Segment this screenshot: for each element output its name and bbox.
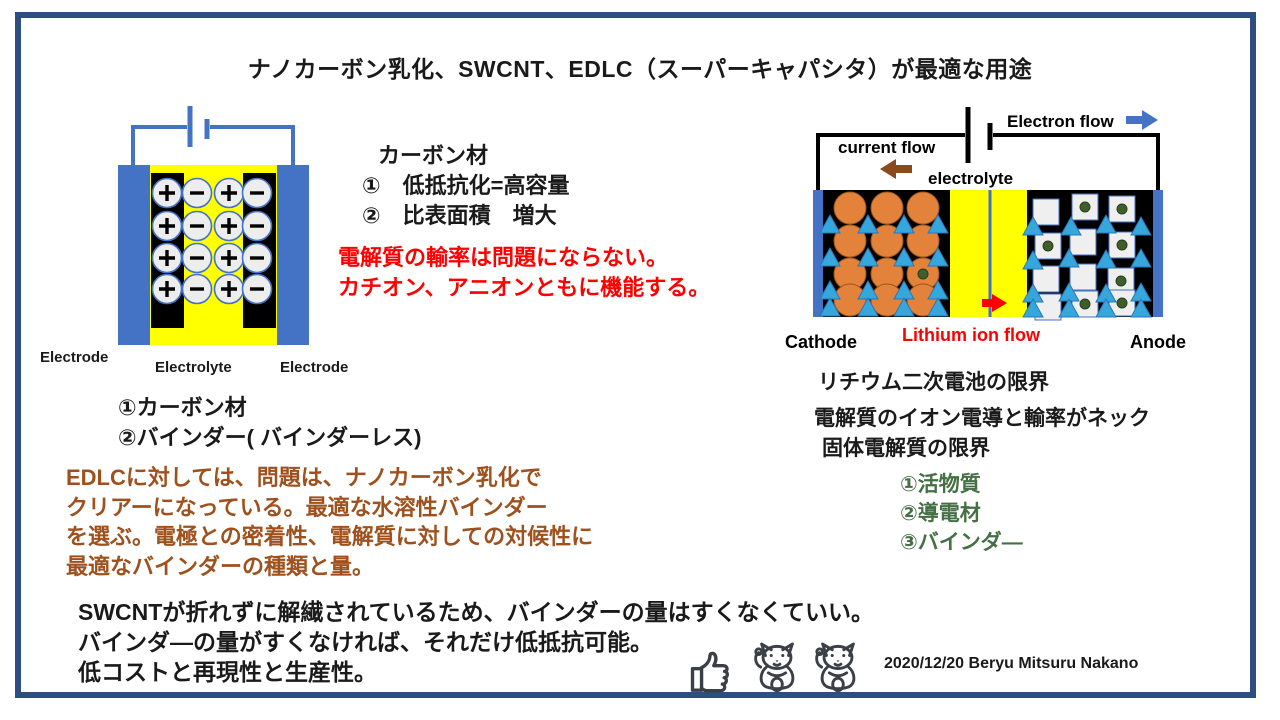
battery-component-item: ①活物質 — [900, 473, 981, 496]
anode-collector-bar — [1153, 190, 1163, 317]
swcnt-conclusion-note: SWCNTが折れずに解繊されているため、バインダーの量はすくなくていい。 バイン… — [78, 597, 874, 687]
carbon-notes-heading: カーボン材 — [378, 143, 489, 168]
edlc-solution-note: EDLCに対しては、問題は、ナノカーボン乳化で クリアーになっている。最適な水溶… — [66, 463, 593, 581]
edlc-solution-line: EDLCに対しては、問題は、ナノカーボン乳化で — [66, 465, 542, 490]
edlc-diagram: Electrode Electrolyte Electrode — [40, 106, 348, 376]
edlc-cell — [118, 165, 309, 345]
battery-circuit-wires — [816, 107, 1160, 190]
page-title: ナノカーボン乳化、SWCNT、EDLC（スーパーキャパシタ）が最適な用途 — [247, 56, 1033, 82]
swcnt-conclusion-line: バインダ―の量がすくなければ、それだけ低抵抗可能。 — [78, 629, 653, 655]
battery-limits-line: 固体電解質の限界 — [822, 437, 990, 460]
transference-note-line: 電解質の輸率は問題にならない。 — [338, 245, 669, 270]
transference-note: 電解質の輸率は問題にならない。 カチオン、アニオンともに機能する。 — [338, 243, 710, 303]
lithium-ion-arrow-icon — [982, 294, 1007, 312]
credit-text: 2020/12/20 Beryu Mitsuru Nakano — [884, 655, 1139, 672]
edlc-component-item: ②バインダー( バインダーレス) — [118, 425, 422, 450]
carbon-notes-item: ② 比表面積 増大 — [362, 203, 557, 228]
carbon-notes-item: ① 低抵抗化=高容量 — [362, 173, 570, 198]
thumbs-up-icon — [690, 651, 730, 693]
edlc-solution-line: を選ぶ。電極との密着性、電解質に対しての対候性に — [66, 524, 594, 549]
battery-cell — [813, 190, 1163, 321]
cathode-collector-bar — [813, 190, 823, 317]
edlc-solution-line: クリアーになっている。最適な水溶性バインダー — [66, 494, 548, 520]
transference-note-line: カチオン、アニオンともに機能する。 — [338, 275, 711, 300]
current-flow-arrow-icon — [880, 159, 912, 179]
swcnt-conclusion-line: 低コストと再現性と生産性。 — [78, 659, 377, 685]
right-electrode-bar — [277, 165, 309, 345]
left-electrode-bar — [118, 165, 150, 345]
footer-icons — [686, 641, 864, 697]
edlc-solution-line: 最適なバインダーの種類と量。 — [66, 553, 375, 579]
edlc-components-list: ①カーボン材 ②バインダー( バインダーレス) — [118, 393, 421, 453]
label-electron-flow: Electron flow — [1007, 112, 1115, 131]
edlc-circuit-wires — [131, 106, 295, 165]
carbon-material-notes: カーボン材 ① 低抵抗化=高容量 ② 比表面積 増大 — [362, 141, 569, 231]
electron-flow-arrow-icon — [1126, 110, 1158, 130]
maneki-neko-icon — [815, 642, 856, 693]
edlc-component-item: ①カーボン材 — [118, 395, 247, 420]
battery-component-item: ②導電材 — [900, 502, 981, 525]
label-electrolyte: Electrolyte — [155, 359, 232, 376]
label-electrolyte: electrolyte — [928, 169, 1013, 188]
battery-limits-heading: リチウム二次電池の限界 — [818, 371, 1049, 394]
battery-diagram: Electron flow current flow electrolyte — [785, 107, 1186, 352]
battery-components-list: ①活物質 ②導電材 ③バインダ― — [900, 470, 1023, 557]
label-anode: Anode — [1130, 332, 1186, 352]
label-current-flow: current flow — [838, 138, 936, 157]
label-cathode: Cathode — [785, 332, 857, 352]
label-electrode-right: Electrode — [280, 359, 348, 376]
lithium-dot — [917, 268, 929, 280]
swcnt-conclusion-line: SWCNTが折れずに解繊されているため、バインダーの量はすくなくていい。 — [78, 599, 874, 625]
label-electrode-left: Electrode — [40, 349, 108, 366]
cathode-particles — [833, 191, 940, 317]
maneki-neko-icon — [754, 642, 795, 693]
battery-limits-line: 電解質のイオン電導と輸率がネック — [814, 407, 1150, 430]
label-lithium-ion-flow: Lithium ion flow — [902, 325, 1041, 345]
battery-component-item: ③バインダ― — [900, 531, 1023, 554]
